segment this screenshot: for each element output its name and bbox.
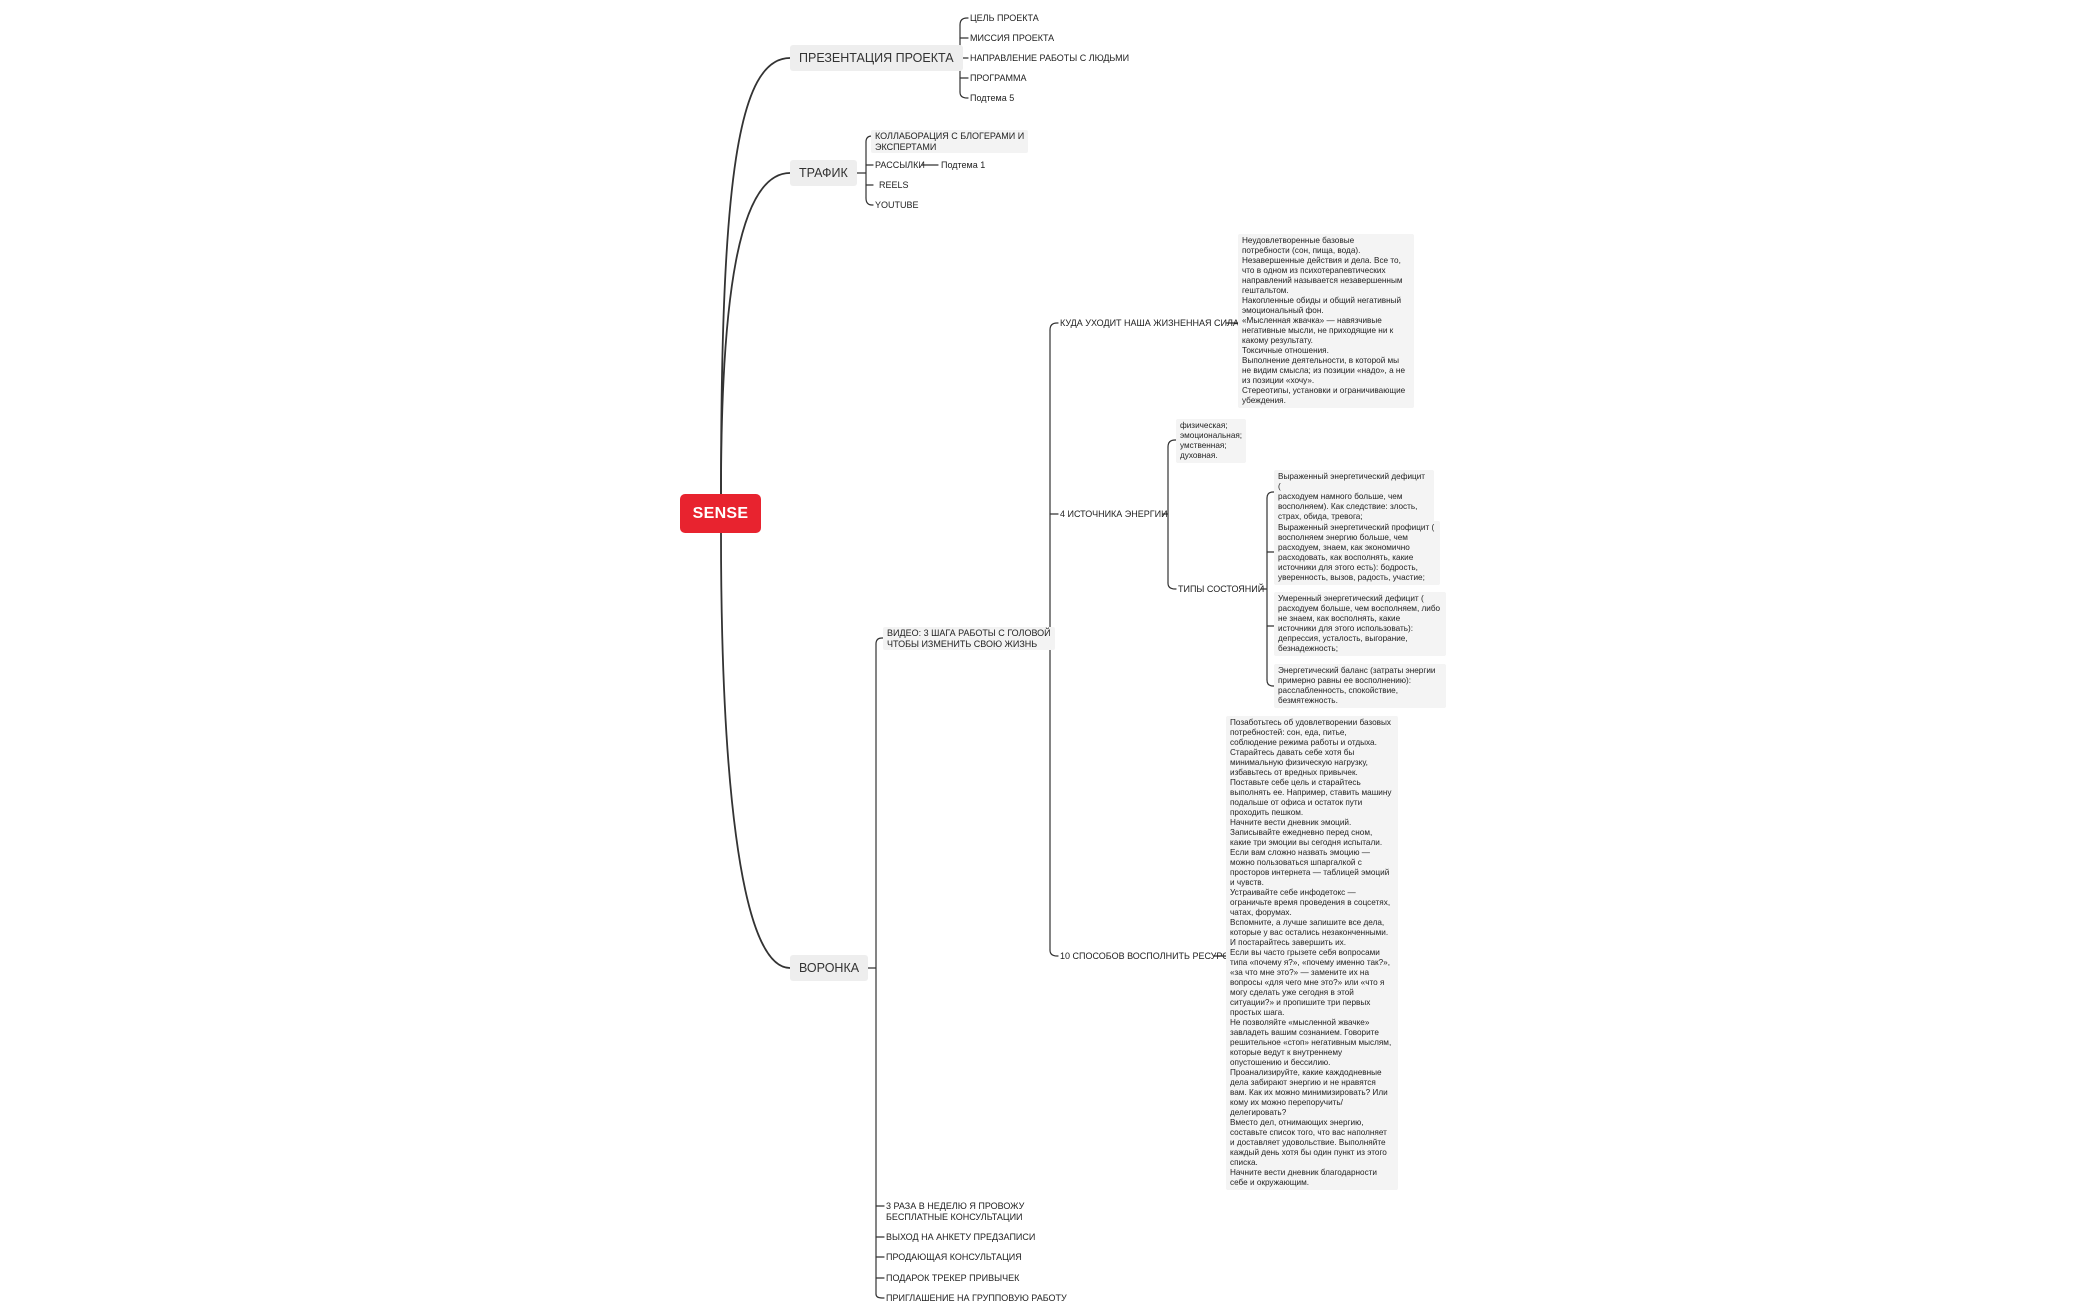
funnel-video-node[interactable]: ВИДЕО: 3 ШАГА РАБОТЫ С ГОЛОВОЙ ЧТОБЫ ИЗМ… [883, 627, 1055, 650]
energy-sources-list: физическая; эмоциональная; умственная; д… [1176, 419, 1246, 463]
root-label: SENSE [692, 504, 749, 522]
presentation-item-mission[interactable]: МИССИЯ ПРОЕКТА [970, 33, 1054, 44]
connector-traffic-bracket [856, 141, 867, 199]
presentation-item-label: МИССИЯ ПРОЕКТА [970, 33, 1055, 43]
branch-presentation[interactable]: ПРЕЗЕНТАЦИЯ ПРОЕКТА [790, 45, 963, 71]
funnel-video-label: ВИДЕО: 3 ШАГА РАБОТЫ С ГОЛОВОЙ ЧТОБЫ ИЗМ… [887, 628, 1051, 649]
presentation-item-direction[interactable]: НАПРАВЛЕНИЕ РАБОТЫ С ЛЮДЬМИ [970, 53, 1129, 64]
traffic-item-youtube[interactable]: YOUTUBE [875, 200, 919, 211]
video-life-force-node[interactable]: КУДА УХОДИТ НАША ЖИЗНЕННАЯ СИЛА [1060, 318, 1239, 329]
traffic-mailing-subtopic[interactable]: Подтема 1 [941, 160, 985, 171]
video-ways-node[interactable]: 10 СПОСОБОВ ВОСПОЛНИТЬ РЕСУРС [1060, 951, 1229, 962]
presentation-item-label: НАПРАВЛЕНИЕ РАБОТЫ С ЛЮДЬМИ [970, 53, 1130, 63]
connector-video-items [1049, 322, 1059, 957]
connector-presentation-items [959, 17, 969, 99]
traffic-subtopic-label: Подтема 1 [941, 160, 986, 170]
video-energy-sources-node[interactable]: 4 ИСТОЧНИКА ЭНЕРГИИ [1060, 509, 1168, 520]
energy-state-3: Умеренный энергетический дефицит ( расхо… [1274, 592, 1446, 656]
energy-state-2: Выраженный энергетический профицит ( вос… [1274, 521, 1440, 585]
traffic-item-label: REELS [879, 180, 909, 190]
connector-root-traffic [720, 172, 791, 495]
life-force-label: КУДА УХОДИТ НАША ЖИЗНЕННАЯ СИЛА [1060, 318, 1239, 328]
funnel-item-selling-consultation[interactable]: ПРОДАЮЩАЯ КОНСУЛЬТАЦИЯ [886, 1252, 1022, 1263]
branch-funnel[interactable]: ВОРОНКА [790, 955, 869, 981]
funnel-item-habit-tracker[interactable]: ПОДАРОК ТРЕКЕР ПРИВЫЧЕК [886, 1273, 1019, 1284]
presentation-item-subtopic-5[interactable]: Подтема 5 [970, 93, 1014, 104]
root-node-sense[interactable]: SENSE [680, 494, 761, 533]
ways-label: 10 СПОСОБОВ ВОСПОЛНИТЬ РЕСУРС [1060, 951, 1229, 961]
traffic-item-collaboration[interactable]: КОЛЛАБОРАЦИЯ С БЛОГЕРАМИ И ЭКСПЕРТАМИ [871, 130, 1029, 153]
energy-state-4: Энергетический баланс (затраты энергии п… [1274, 664, 1446, 708]
branch-funnel-label: ВОРОНКА [799, 961, 860, 975]
traffic-item-reels[interactable]: REELS [879, 180, 909, 191]
funnel-item-free-consultations[interactable]: 3 РАЗА В НЕДЕЛЮ Я ПРОВОЖУ БЕСПЛАТНЫЕ КОН… [886, 1201, 1024, 1222]
funnel-item-label: ПРОДАЮЩАЯ КОНСУЛЬТАЦИЯ [886, 1252, 1022, 1262]
connector-root-funnel [720, 532, 791, 969]
presentation-item-program[interactable]: ПРОГРАММА [970, 73, 1027, 84]
branch-traffic-label: ТРАФИК [799, 166, 848, 180]
life-force-note-text: Неудовлетворенные базовые потребности (с… [1242, 236, 1406, 405]
connector-funnel-bracket [867, 643, 877, 1295]
energy-state-1: Выраженный энергетический дефицит ( расх… [1274, 470, 1434, 524]
branch-presentation-label: ПРЕЗЕНТАЦИЯ ПРОЕКТА [799, 51, 954, 65]
presentation-item-label: Подтема 5 [970, 93, 1015, 103]
energy-state-text: Умеренный энергетический дефицит ( расхо… [1278, 594, 1441, 653]
funnel-item-label: ПОДАРОК ТРЕКЕР ПРИВЫЧЕК [886, 1273, 1020, 1283]
connector-states-bracket [1260, 497, 1268, 681]
presentation-item-label: ПРОГРАММА [970, 73, 1027, 83]
life-force-note: Неудовлетворенные базовые потребности (с… [1238, 234, 1414, 408]
traffic-item-mailing[interactable]: РАССЫЛКИ [875, 160, 925, 171]
connector-sources-bracket [1162, 446, 1169, 584]
ways-note: Позаботьтесь об удовлетворении базовых п… [1226, 716, 1398, 1190]
ways-note-text: Позаботьтесь об удовлетворении базовых п… [1230, 718, 1392, 1187]
energy-states-node[interactable]: ТИПЫ СОСТОЯНИЙ [1178, 584, 1264, 595]
funnel-item-questionnaire[interactable]: ВЫХОД НА АНКЕТУ ПРЕДЗАПИСИ [886, 1232, 1035, 1243]
connector-sources-items [1167, 439, 1177, 590]
energy-state-text: Выраженный энергетический дефицит ( расх… [1278, 472, 1426, 521]
energy-state-text: Энергетический баланс (затраты энергии п… [1278, 666, 1436, 705]
energy-states-label: ТИПЫ СОСТОЯНИЙ [1178, 584, 1265, 594]
energy-state-text: Выраженный энергетический профицит ( вос… [1278, 523, 1435, 582]
funnel-item-label: ВЫХОД НА АНКЕТУ ПРЕДЗАПИСИ [886, 1232, 1036, 1242]
energy-sources-list-text: физическая; эмоциональная; умственная; д… [1180, 421, 1243, 460]
branch-traffic[interactable]: ТРАФИК [790, 160, 857, 186]
connector-root-presentation [720, 57, 791, 495]
traffic-item-label: РАССЫЛКИ [875, 160, 925, 170]
traffic-item-label: YOUTUBE [875, 200, 919, 210]
connector-traffic-items [865, 135, 874, 206]
funnel-item-label: 3 РАЗА В НЕДЕЛЮ Я ПРОВОЖУ БЕСПЛАТНЫЕ КОН… [886, 1201, 1025, 1222]
presentation-item-goal[interactable]: ЦЕЛЬ ПРОЕКТА [970, 13, 1039, 24]
funnel-item-label: ПРИГЛАШЕНИЕ НА ГРУППОВУЮ РАБОТУ [886, 1293, 1067, 1303]
funnel-item-group-invitation[interactable]: ПРИГЛАШЕНИЕ НА ГРУППОВУЮ РАБОТУ [886, 1293, 1067, 1304]
presentation-item-label: ЦЕЛЬ ПРОЕКТА [970, 13, 1039, 23]
connector-funnel-items [875, 637, 885, 1299]
connector-states-items [1266, 491, 1275, 687]
traffic-item-label: КОЛЛАБОРАЦИЯ С БЛОГЕРАМИ И ЭКСПЕРТАМИ [875, 131, 1025, 152]
energy-sources-label: 4 ИСТОЧНИКА ЭНЕРГИИ [1060, 509, 1168, 519]
